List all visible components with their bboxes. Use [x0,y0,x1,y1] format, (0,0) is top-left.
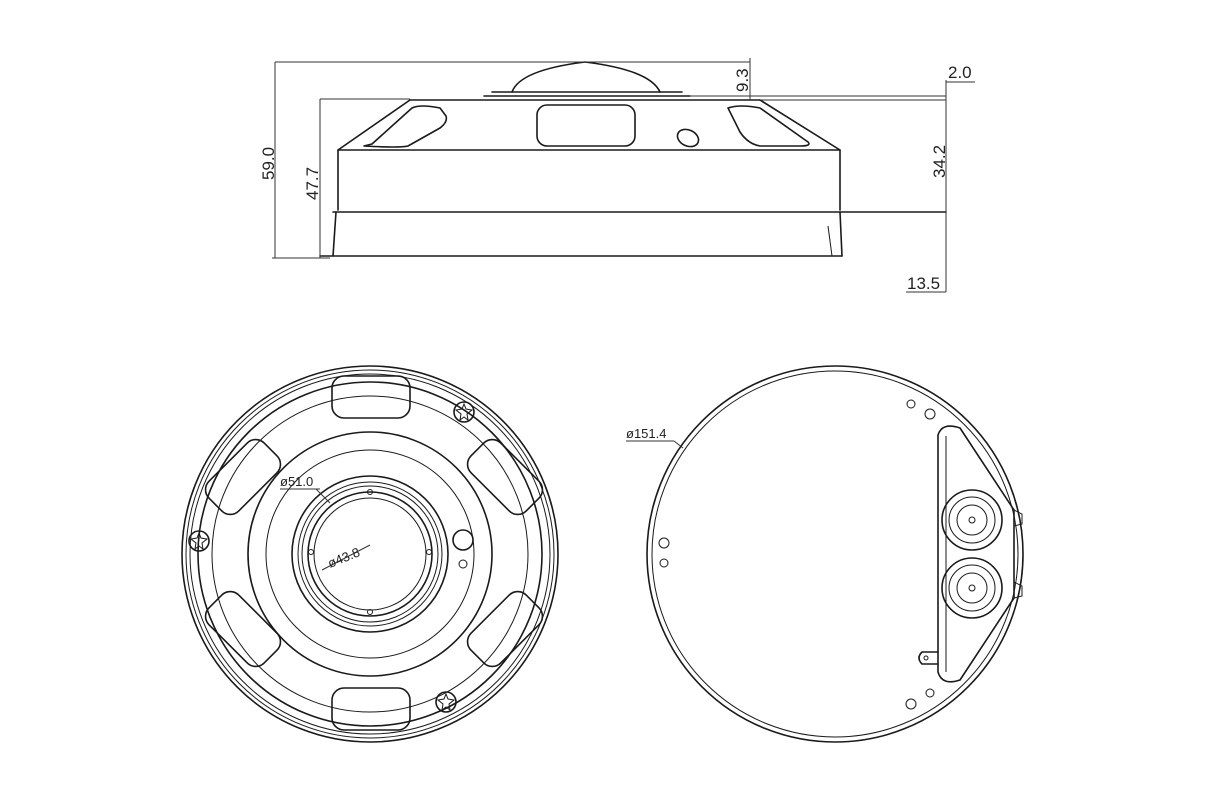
side-view: 59.0 47.7 9.3 2.0 34.2 13.5 [259,58,975,293]
cable-bracket [937,425,1015,683]
dim-body-height: 47.7 [303,167,322,200]
lens-outer-ring [291,475,449,633]
window-center [536,104,636,147]
dim-lens-inner: ø43.8 [326,544,362,570]
dim-top-offset: 2.0 [948,63,972,82]
sensor-hole [676,128,700,148]
dome-outline [511,61,661,93]
pad-lower-right [466,590,544,668]
window-right [727,105,810,147]
pad-top [331,375,411,419]
pad-upper-left [204,438,282,516]
connector-icon [941,489,1003,551]
connector-icon [941,557,1003,619]
dim-total-height: 59.0 [259,147,278,180]
screw-icon [188,530,210,552]
pad-lower-left [204,590,282,668]
dim-base-diameter: ø151.4 [626,426,666,441]
rear-view: ø151.4 [626,365,1024,743]
dim-upper-height: 34.2 [930,145,949,178]
dim-lens-outer: ø51.0 [280,474,313,489]
pad-upper-right [466,438,544,516]
window-left [363,105,448,148]
base-outline [646,365,1024,743]
dim-base-height: 13.5 [907,274,940,293]
dim-dome-height: 9.3 [733,68,752,92]
housing-slope [337,99,411,211]
front-view: ø51.0 ø43.8 [181,365,559,743]
lens-inner-ring [307,491,433,617]
screw-icon [435,691,457,713]
pad-bottom [331,687,411,731]
screw-icon [453,401,475,423]
dimension-lines [272,58,975,293]
